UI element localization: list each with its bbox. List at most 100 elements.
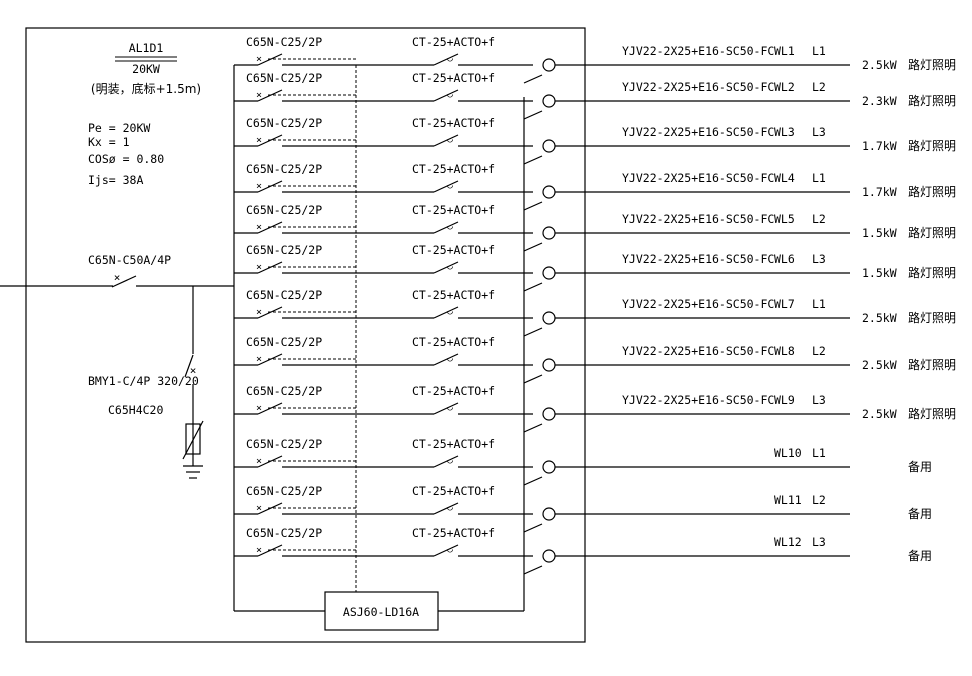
relay-blade bbox=[523, 374, 543, 384]
phase-label: L1 bbox=[812, 297, 826, 311]
relay-contact bbox=[542, 549, 556, 563]
contactor-label: CT-25+ACTO+f bbox=[412, 288, 495, 302]
cable-label: YJV22-2X25+E16-SC50-FC bbox=[622, 171, 774, 185]
breaker-label: C65N-C25/2P bbox=[246, 203, 322, 217]
relay-contact bbox=[542, 185, 556, 199]
wl-label: WL6 bbox=[774, 252, 795, 266]
breaker-label: C65N-C25/2P bbox=[246, 35, 322, 49]
relay-blade bbox=[523, 565, 543, 575]
load-power: 2.5kW bbox=[862, 311, 897, 325]
load-use: 备用 bbox=[908, 549, 932, 563]
spd-model: BMY1-C/4P 320/20 bbox=[88, 374, 199, 388]
load-use: 路灯照明 bbox=[908, 357, 956, 372]
contactor-blade bbox=[433, 53, 459, 66]
breaker-cross: × bbox=[256, 181, 262, 192]
load-power: 2.5kW bbox=[862, 358, 897, 372]
breaker-cross: × bbox=[256, 545, 262, 556]
contactor-mark: ◡ bbox=[447, 89, 453, 100]
wl-label: WL3 bbox=[774, 125, 795, 139]
breaker-cross: × bbox=[256, 307, 262, 318]
phase-label: L3 bbox=[812, 393, 826, 407]
load-power: 2.5kW bbox=[862, 407, 897, 421]
load-power: 1.7kW bbox=[862, 139, 897, 153]
contactor-label: CT-25+ACTO+f bbox=[412, 437, 495, 451]
breaker-label: C65N-C25/2P bbox=[246, 162, 322, 176]
spd-breaker: C65H4C20 bbox=[108, 403, 163, 417]
cable-label: YJV22-2X25+E16-SC50-FC bbox=[622, 344, 774, 358]
wl-label: WL4 bbox=[774, 171, 795, 185]
circuit-row: ×C65N-C25/2P◡CT-25+ACTO+fYJV22-2X25+E16-… bbox=[234, 203, 956, 252]
param-kx: Kx = 1 bbox=[88, 135, 130, 149]
surge-arrester bbox=[185, 423, 201, 455]
relay-blade bbox=[523, 242, 543, 252]
circuit-row: ×C65N-C25/2P◡CT-25+ACTO+fYJV22-2X25+E16-… bbox=[234, 35, 956, 84]
load-use: 备用 bbox=[908, 460, 932, 474]
param-cos: COSø = 0.80 bbox=[88, 152, 164, 166]
contactor-label: CT-25+ACTO+f bbox=[412, 71, 495, 85]
contactor-blade bbox=[433, 180, 459, 193]
breaker-cross: × bbox=[256, 354, 262, 365]
load-power: 1.5kW bbox=[862, 226, 897, 240]
breaker-cross: × bbox=[256, 90, 262, 101]
load-use: 路灯照明 bbox=[908, 57, 956, 72]
cable-label: YJV22-2X25+E16-SC50-FC bbox=[622, 252, 774, 266]
param-pe: Pe = 20KW bbox=[88, 121, 150, 135]
breaker-cross: × bbox=[256, 456, 262, 467]
phase-label: L3 bbox=[812, 535, 826, 549]
wl-label: WL2 bbox=[774, 80, 795, 94]
phase-label: L1 bbox=[812, 44, 826, 58]
controller-box bbox=[324, 591, 439, 631]
phase-label: L3 bbox=[812, 252, 826, 266]
relay-blade bbox=[523, 155, 543, 165]
load-use: 路灯照明 bbox=[908, 225, 956, 240]
contactor-label: CT-25+ACTO+f bbox=[412, 162, 495, 176]
phase-label: L1 bbox=[812, 171, 826, 185]
breaker-label: C65N-C25/2P bbox=[246, 116, 322, 130]
contactor-mark: ◡ bbox=[447, 134, 453, 145]
breaker-label: C65N-C25/2P bbox=[246, 384, 322, 398]
contactor-mark: ◡ bbox=[447, 455, 453, 466]
phase-label: L2 bbox=[812, 493, 826, 507]
wl-label: WL5 bbox=[774, 212, 795, 226]
load-use: 路灯照明 bbox=[908, 138, 956, 153]
breaker-cross: × bbox=[256, 403, 262, 414]
panel-enclosure bbox=[25, 27, 586, 643]
relay-blade bbox=[523, 201, 543, 211]
breaker-label: C65N-C25/2P bbox=[246, 335, 322, 349]
relay-blade bbox=[523, 110, 543, 120]
contactor-mark: ◡ bbox=[447, 502, 453, 513]
load-use: 路灯照明 bbox=[908, 310, 956, 325]
breaker-cross: × bbox=[256, 135, 262, 146]
breaker-label: C65N-C25/2P bbox=[246, 484, 322, 498]
relay-blade bbox=[523, 327, 543, 337]
contactor-blade bbox=[433, 306, 459, 319]
phase-label: L2 bbox=[812, 344, 826, 358]
cable-label: YJV22-2X25+E16-SC50-FC bbox=[622, 80, 774, 94]
relay-blade bbox=[523, 523, 543, 533]
relay-contact bbox=[542, 407, 556, 421]
circuit-row: ×C65N-C25/2P◡CT-25+ACTO+fYJV22-2X25+E16-… bbox=[234, 335, 956, 384]
relay-contact bbox=[542, 358, 556, 372]
contactor-blade bbox=[433, 134, 459, 147]
contactor-label: CT-25+ACTO+f bbox=[412, 203, 495, 217]
contactor-blade bbox=[433, 544, 459, 557]
load-power: 2.3kW bbox=[862, 94, 897, 108]
panel-name: AL1D1 bbox=[129, 41, 164, 55]
relay-contact bbox=[542, 226, 556, 240]
relay-blade bbox=[523, 74, 543, 84]
breaker-label: C65N-C25/2P bbox=[246, 288, 322, 302]
panel-install: (明装，底标+1.5m) bbox=[91, 81, 201, 96]
phase-label: L3 bbox=[812, 125, 826, 139]
relay-contact bbox=[542, 266, 556, 280]
contactor-label: CT-25+ACTO+f bbox=[412, 35, 495, 49]
contactor-label: CT-25+ACTO+f bbox=[412, 116, 495, 130]
relay-blade bbox=[523, 423, 543, 433]
contactor-blade bbox=[433, 353, 459, 366]
breaker-cross: × bbox=[256, 503, 262, 514]
controller-label: ASJ60-LD16A bbox=[343, 605, 419, 619]
load-use: 路灯照明 bbox=[908, 265, 956, 280]
